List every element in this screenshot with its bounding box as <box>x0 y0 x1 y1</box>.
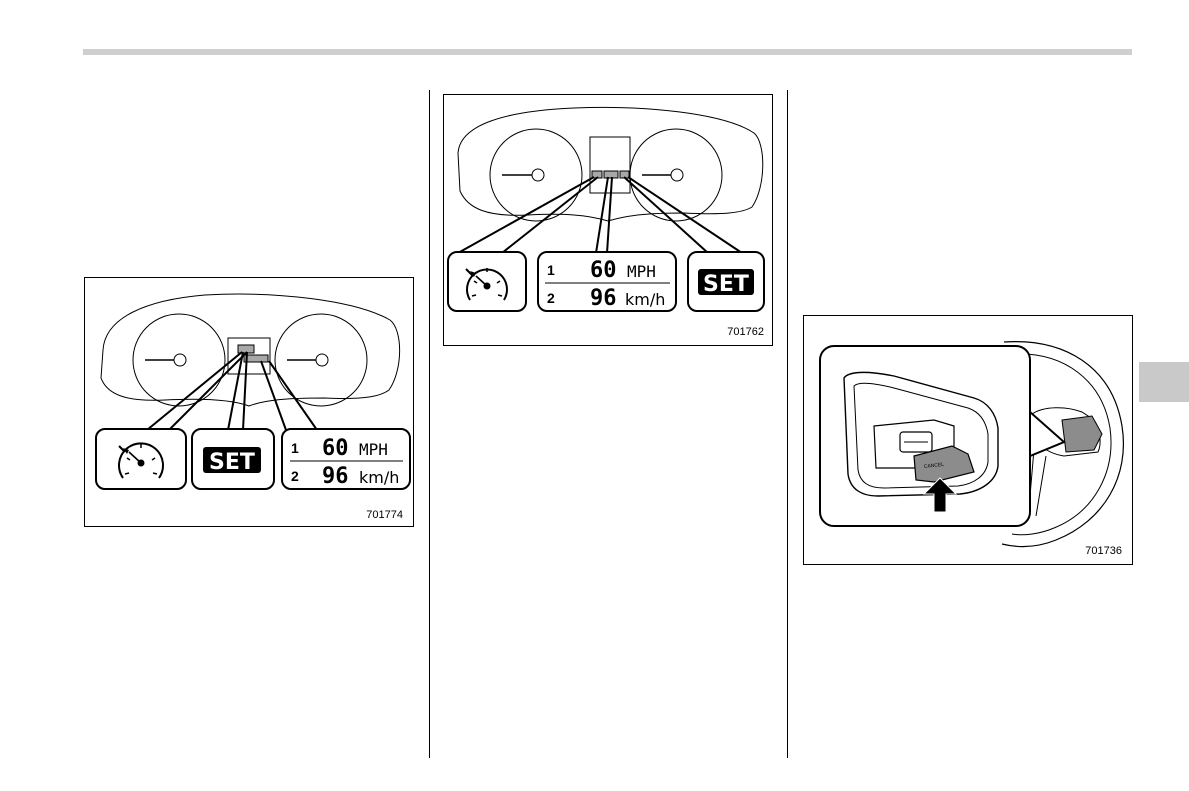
speed-row-2-unit: km/h <box>359 468 399 487</box>
set-speed-indicator-light <box>604 171 618 178</box>
speed-row-1-index: 1 <box>291 440 299 456</box>
header-rule <box>83 49 1132 55</box>
figure-cancel-switch: CANCEL 701736 <box>803 315 1133 565</box>
speed-row-2-value: 96 <box>322 464 349 489</box>
center-display <box>590 137 630 193</box>
column-divider-left <box>429 90 430 758</box>
cruise-lever-highlight <box>1062 416 1102 452</box>
tachometer-hub <box>316 354 328 366</box>
speed-row-2-index: 2 <box>547 290 555 306</box>
column-divider-right <box>787 90 788 758</box>
speed-row-1-value: 60 <box>322 436 349 461</box>
set-label: SET <box>703 272 749 297</box>
figure-code: 701762 <box>727 326 764 338</box>
speedometer-hub <box>532 169 544 181</box>
figure-code: 701736 <box>1085 545 1122 557</box>
tachometer-hub <box>671 169 683 181</box>
speed-row-2-index: 2 <box>291 468 299 484</box>
speed-row-1-value: 60 <box>590 258 617 283</box>
figure-cruise-indicator-speeds: 1 60 MPH 2 96 km/h SET 701762 <box>443 94 773 346</box>
figure-cruise-indicator-set: SET 1 60 MPH 2 96 km/h 701774 <box>84 277 414 527</box>
set-label: SET <box>209 450 255 475</box>
callout-cruise-icon <box>448 252 526 311</box>
speed-row-1-unit: MPH <box>627 262 656 281</box>
speed-row-2-unit: km/h <box>625 290 665 309</box>
speed-row-1-index: 1 <box>547 262 555 278</box>
speed-row-2-value: 96 <box>590 286 617 311</box>
speedometer-hub <box>174 354 186 366</box>
callout-cruise-icon <box>96 429 186 489</box>
section-tab <box>1139 362 1189 402</box>
speed-row-1-unit: MPH <box>359 440 388 459</box>
figure-code: 701774 <box>366 509 403 521</box>
